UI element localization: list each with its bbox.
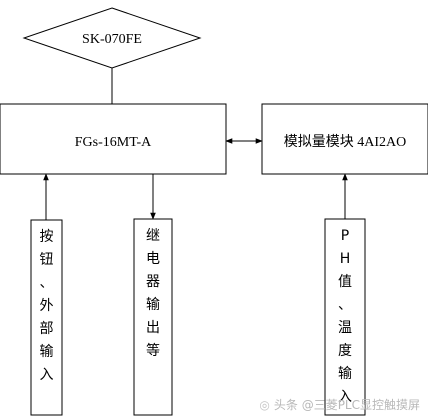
analog-module-label: 模拟量模块 4AI2AO <box>284 134 407 150</box>
outputs-node: 继电器输出等 <box>133 218 173 416</box>
plc-label: FGs-16MT-A <box>75 135 152 150</box>
hmi-node: SK-070FE <box>22 7 202 69</box>
analog-module-node: 模拟量模块 4AI2AO <box>261 103 428 175</box>
inputs-node: 按钮、外部输入 <box>30 219 63 416</box>
inputs-label: 按钮、外部输入 <box>40 229 54 383</box>
outputs-label: 继电器输出等 <box>146 228 160 359</box>
watermark-text: 头条 @三菱PLC显控触摸屏 <box>273 398 420 412</box>
hmi-label: SK-070FE <box>82 32 142 47</box>
plc-node: FGs-16MT-A <box>0 103 227 175</box>
toutiao-logo-icon: ◎ <box>259 397 270 412</box>
watermark: ◎ 头条 @三菱PLC显控触摸屏 <box>259 396 420 413</box>
